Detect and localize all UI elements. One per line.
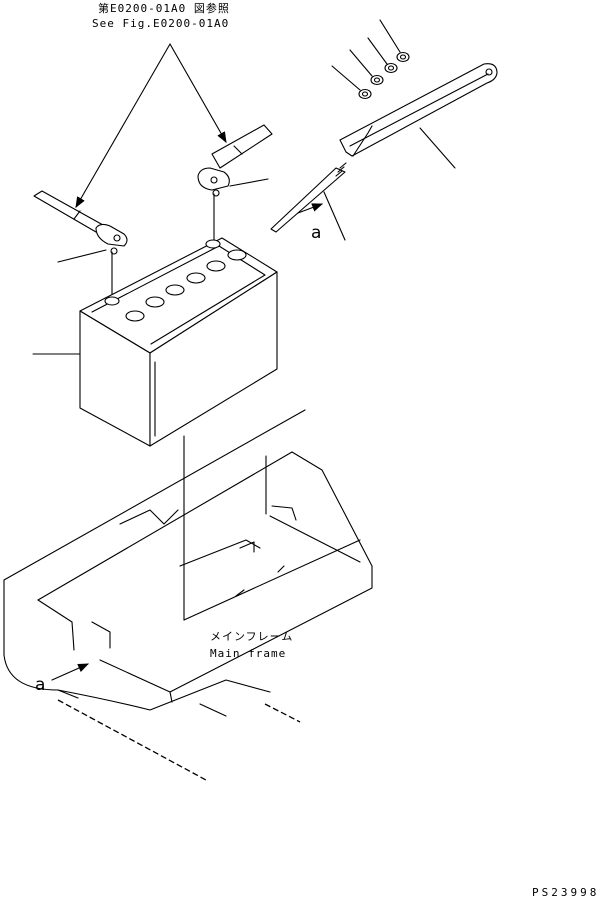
battery-holddown-assembly bbox=[270, 19, 498, 241]
battery bbox=[32, 237, 278, 621]
reference-arrows bbox=[75, 43, 227, 208]
detail-label-a-upper: a bbox=[311, 223, 322, 243]
battery-cables bbox=[33, 124, 273, 299]
nut-washer-stack bbox=[358, 51, 410, 100]
reference-note-en: See Fig.E0200-01A0 bbox=[92, 17, 230, 30]
reference-note-jp: 第E0200-01A0 図参照 bbox=[98, 2, 230, 15]
main-frame bbox=[3, 409, 373, 781]
battery-caps bbox=[104, 239, 247, 322]
drawing-code: PS23998 bbox=[532, 886, 600, 899]
main-frame-label-en: Main frame bbox=[210, 647, 287, 660]
detail-label-a-lower: a bbox=[35, 675, 46, 695]
main-frame-label-jp: メインフレーム bbox=[210, 630, 294, 643]
